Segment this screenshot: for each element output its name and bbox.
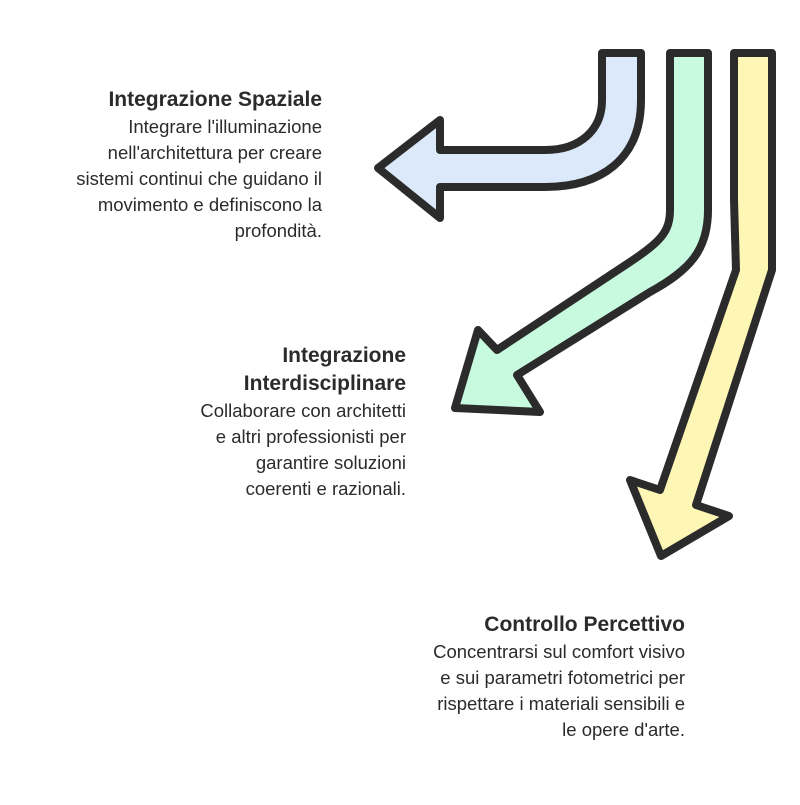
item-controllo-percettivo: Controllo Percettivo Concentrarsi sul co… [433, 611, 685, 743]
item-description: Collaborare con architetti e altri profe… [200, 400, 406, 499]
item-title: Integrazione Interdisciplinare [243, 344, 406, 395]
item-description: Concentrarsi sul comfort visivo e sui pa… [433, 641, 685, 740]
arrow-controllo-percettivo [626, 49, 776, 560]
item-integrazione-spaziale: Integrazione Spaziale Integrare l'illumi… [76, 86, 322, 244]
arrow-integrazione-spaziale [374, 49, 645, 222]
arrow-integrazione-interdisciplinare [451, 49, 712, 416]
item-title: Integrazione Spaziale [108, 88, 322, 111]
item-integrazione-interdisciplinare: Integrazione Interdisciplinare Collabora… [200, 342, 406, 502]
item-title: Controllo Percettivo [484, 613, 685, 636]
item-description: Integrare l'illuminazione nell'architett… [76, 116, 322, 241]
